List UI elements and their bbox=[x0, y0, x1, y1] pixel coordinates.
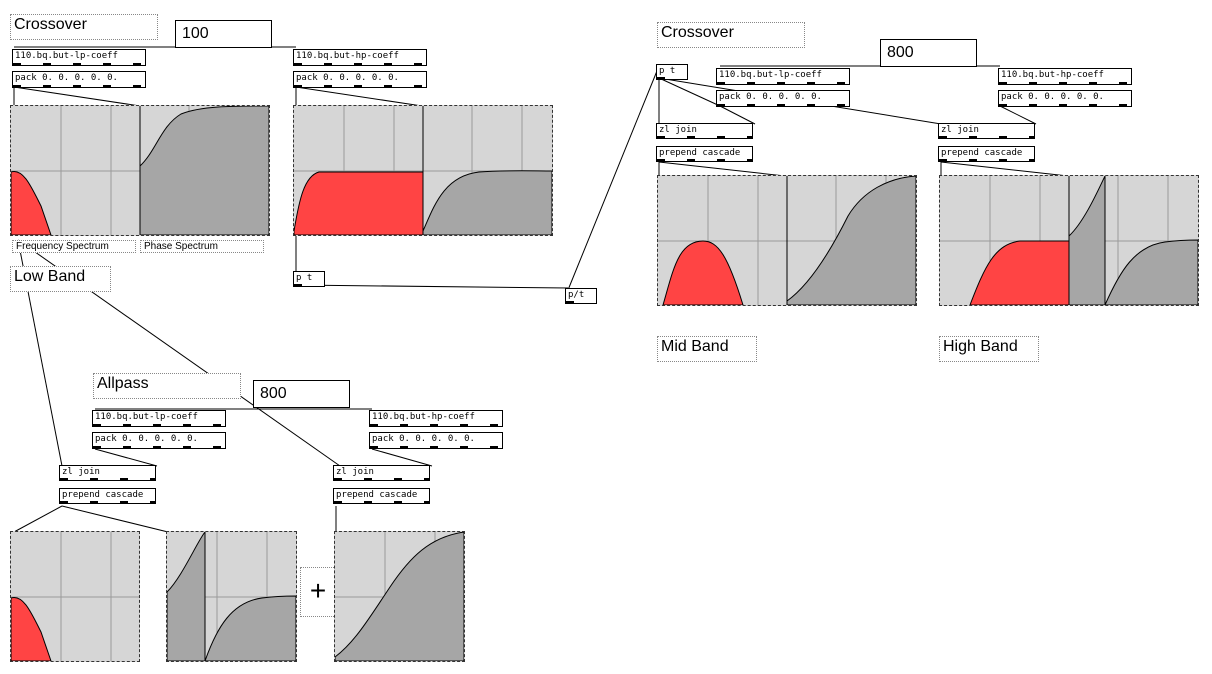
pack-object[interactable]: pack 0. 0. 0. 0. 0. bbox=[12, 71, 146, 88]
pack-object[interactable]: pack 0. 0. 0. 0. 0. bbox=[293, 71, 427, 88]
prepend-cascade-object[interactable]: prepend cascade bbox=[656, 146, 753, 162]
p-t-label: p t bbox=[659, 66, 676, 76]
hp-coeff-label: 110.bq.but-hp-coeff bbox=[372, 412, 475, 422]
hp-coeff-object[interactable]: 110.bq.but-hp-coeff bbox=[293, 49, 427, 66]
high-band-label: High Band bbox=[939, 336, 1039, 362]
low-band-label: Low Band bbox=[10, 266, 111, 292]
allpass-magnitude-filtergraph[interactable] bbox=[10, 531, 140, 662]
prepend-cascade-label: prepend cascade bbox=[62, 490, 144, 500]
lp-coeff-object[interactable]: 110.bq.but-lp-coeff bbox=[92, 410, 226, 427]
allpass-title: Allpass bbox=[93, 373, 241, 399]
pack-label: pack 0. 0. 0. 0. 0. bbox=[372, 434, 475, 444]
prepend-cascade-label: prepend cascade bbox=[941, 148, 1023, 158]
allpass-sum-filtergraph[interactable] bbox=[334, 531, 465, 662]
lp-coeff-object[interactable]: 110.bq.but-lp-coeff bbox=[716, 68, 850, 85]
highband-filtergraph[interactable] bbox=[939, 175, 1199, 306]
lp-coeff-label: 110.bq.but-lp-coeff bbox=[719, 70, 822, 80]
allpass-sum-plot bbox=[334, 531, 465, 662]
lp-coeff-object[interactable]: 110.bq.but-lp-coeff bbox=[12, 49, 146, 66]
zl-join-label: zl join bbox=[336, 467, 374, 477]
pack-label: pack 0. 0. 0. 0. 0. bbox=[1001, 92, 1104, 102]
prepend-cascade-label: prepend cascade bbox=[659, 148, 741, 158]
highband-graph-plot bbox=[940, 175, 1199, 306]
pack-object[interactable]: pack 0. 0. 0. 0. 0. bbox=[369, 432, 503, 449]
lowpass-graph-plot bbox=[10, 105, 270, 236]
prepend-cascade-object[interactable]: prepend cascade bbox=[59, 488, 156, 504]
midband-filtergraph[interactable] bbox=[657, 175, 917, 306]
zl-join-label: zl join bbox=[941, 125, 979, 135]
prepend-cascade-object[interactable]: prepend cascade bbox=[938, 146, 1035, 162]
p-t-send-label: p/t bbox=[568, 290, 585, 300]
p-t-object[interactable]: p t bbox=[656, 64, 688, 80]
frequency-spectrum-label: Frequency Spectrum bbox=[12, 240, 136, 253]
midband-graph-plot bbox=[658, 175, 917, 306]
lowpass-filtergraph[interactable] bbox=[10, 105, 270, 236]
phase-spectrum-label: Phase Spectrum bbox=[140, 240, 264, 253]
hp-coeff-object[interactable]: 110.bq.but-hp-coeff bbox=[998, 68, 1132, 85]
plus-sign: + bbox=[300, 567, 336, 617]
mid-band-label: Mid Band bbox=[657, 336, 757, 362]
hp-coeff-object[interactable]: 110.bq.but-hp-coeff bbox=[369, 410, 503, 427]
pack-label: pack 0. 0. 0. 0. 0. bbox=[95, 434, 198, 444]
lp-coeff-label: 110.bq.but-lp-coeff bbox=[15, 51, 118, 61]
zl-join-object[interactable]: zl join bbox=[333, 465, 430, 481]
prepend-cascade-label: prepend cascade bbox=[336, 490, 418, 500]
zl-join-label: zl join bbox=[659, 125, 697, 135]
zl-join-object[interactable]: zl join bbox=[938, 123, 1035, 139]
zl-join-object[interactable]: zl join bbox=[656, 123, 753, 139]
zl-join-label: zl join bbox=[62, 467, 100, 477]
pack-object[interactable]: pack 0. 0. 0. 0. 0. bbox=[998, 90, 1132, 107]
zl-join-object[interactable]: zl join bbox=[59, 465, 156, 481]
hp-coeff-label: 110.bq.but-hp-coeff bbox=[296, 51, 399, 61]
pack-object[interactable]: pack 0. 0. 0. 0. 0. bbox=[92, 432, 226, 449]
prepend-cascade-object[interactable]: prepend cascade bbox=[333, 488, 430, 504]
crossover-title: Crossover bbox=[10, 14, 158, 40]
allpass-phase-filtergraph[interactable] bbox=[166, 530, 297, 662]
highpass-filtergraph[interactable] bbox=[293, 105, 553, 236]
pack-object[interactable]: pack 0. 0. 0. 0. 0. bbox=[716, 90, 850, 107]
lp-coeff-label: 110.bq.but-lp-coeff bbox=[95, 412, 198, 422]
crossover-title: Crossover bbox=[657, 22, 805, 48]
hp-coeff-label: 110.bq.but-hp-coeff bbox=[1001, 70, 1104, 80]
pack-label: pack 0. 0. 0. 0. 0. bbox=[296, 73, 399, 83]
highpass-graph-plot bbox=[293, 106, 553, 236]
allpass-frequency-number[interactable]: 800 bbox=[253, 380, 350, 408]
crossover-frequency-number[interactable]: 800 bbox=[880, 39, 977, 67]
pack-label: pack 0. 0. 0. 0. 0. bbox=[15, 73, 118, 83]
p-t-label: p t bbox=[296, 273, 313, 283]
crossover-frequency-number[interactable]: 100 bbox=[175, 20, 272, 48]
p-t-object[interactable]: p t bbox=[293, 271, 325, 287]
allpass-magnitude-plot bbox=[10, 532, 139, 662]
p-t-send-object[interactable]: p/t bbox=[565, 288, 597, 304]
allpass-phase-plot bbox=[166, 530, 297, 662]
pack-label: pack 0. 0. 0. 0. 0. bbox=[719, 92, 822, 102]
